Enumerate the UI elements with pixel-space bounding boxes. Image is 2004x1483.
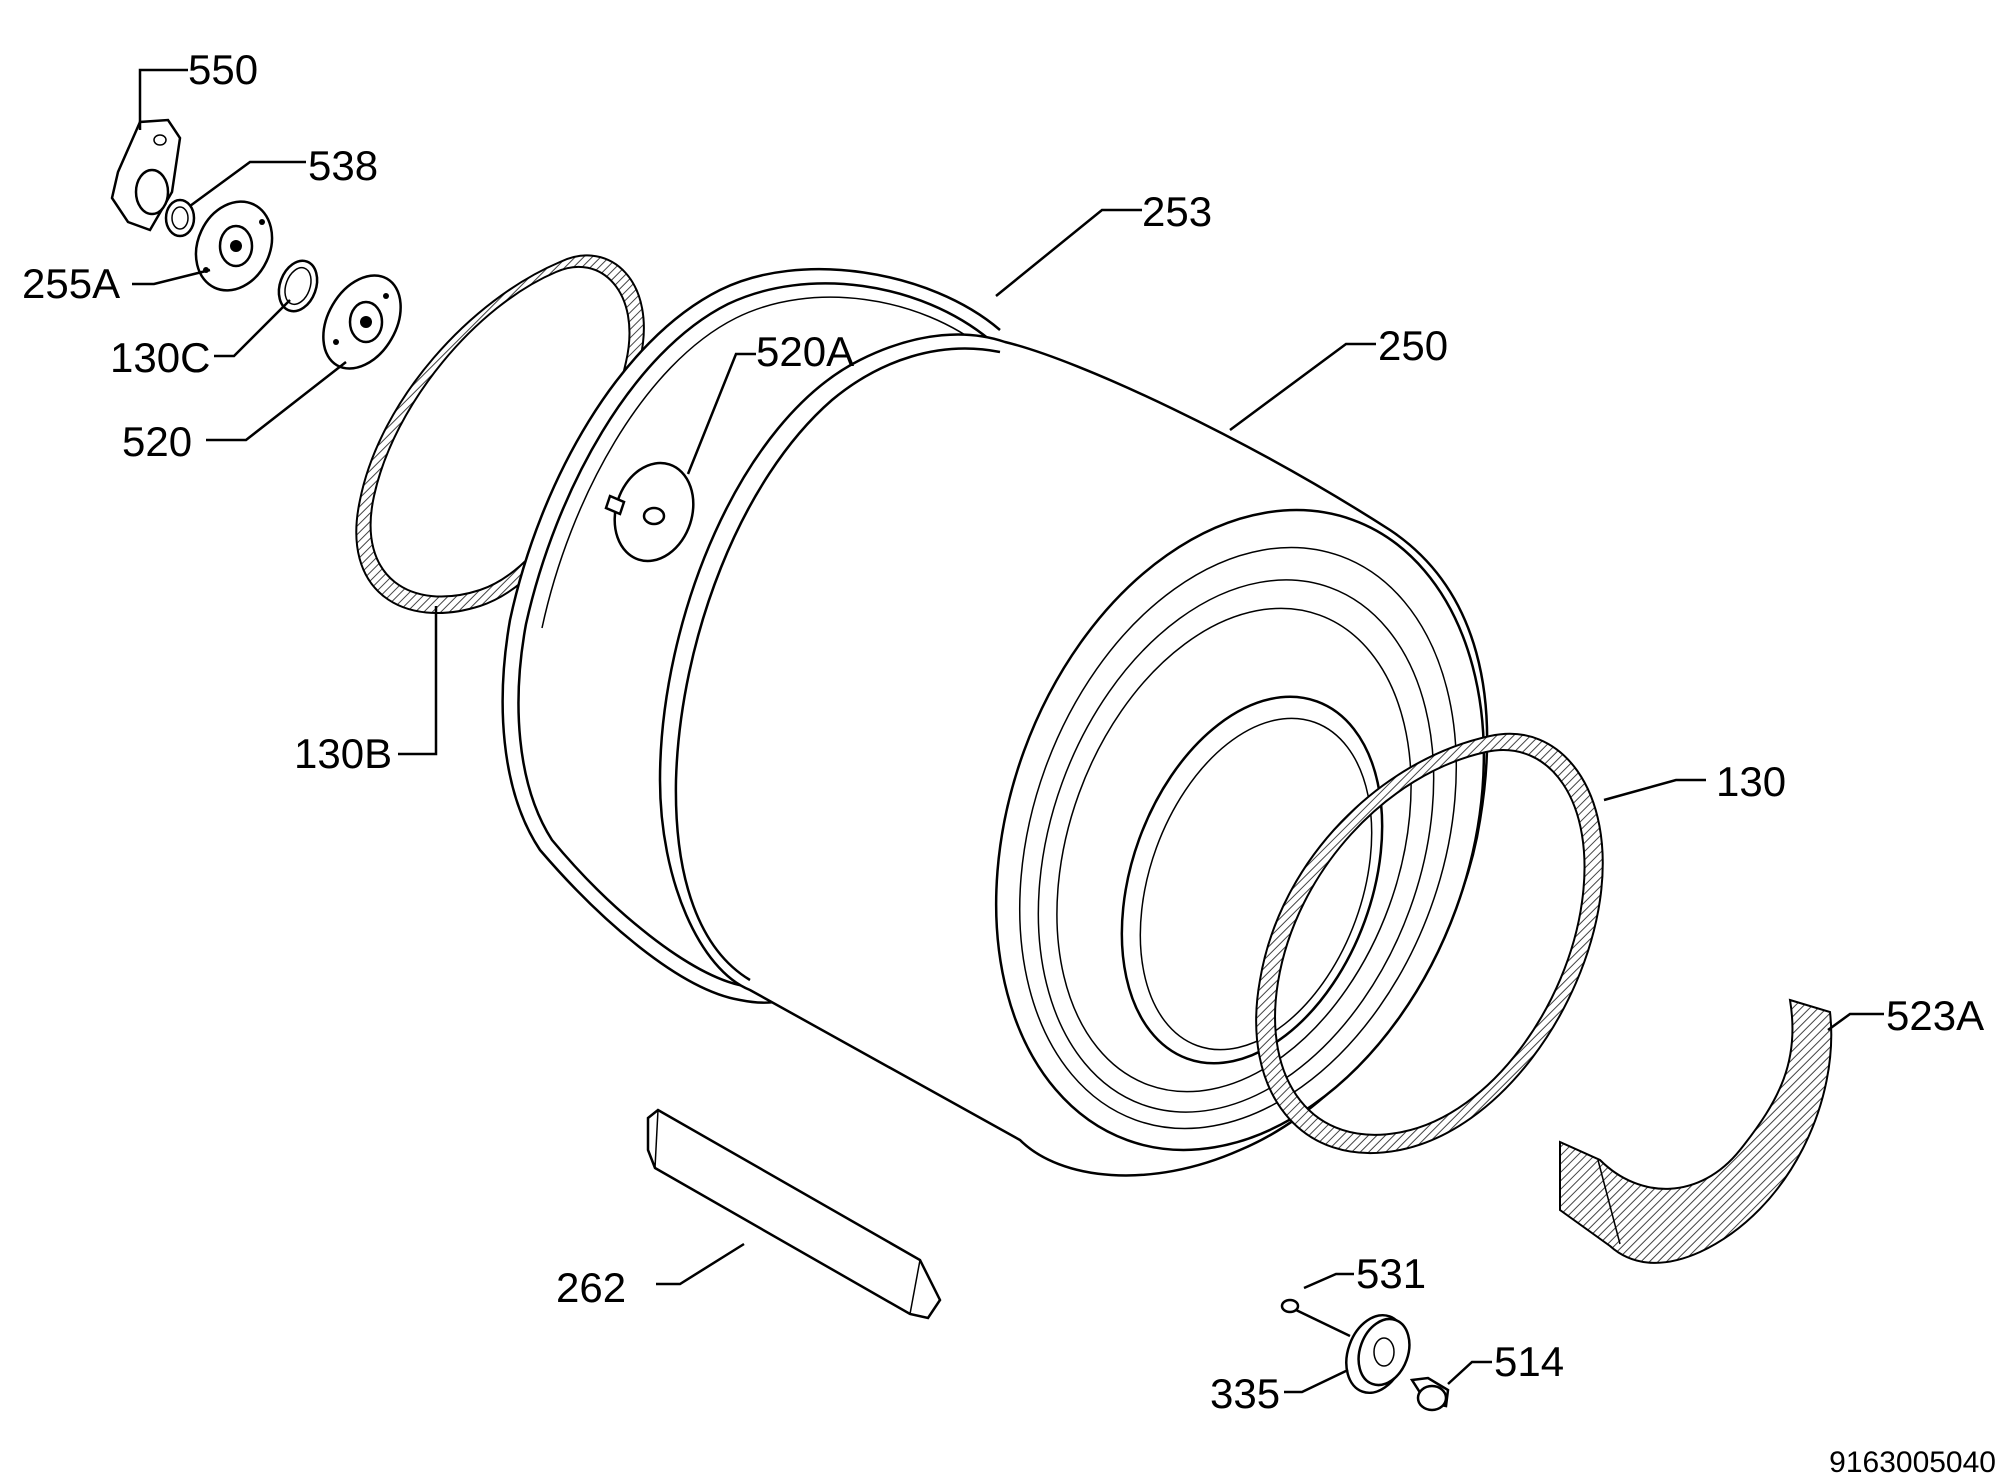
label-255A: 255A <box>22 260 120 307</box>
drawing-code: 9163005040 <box>1829 1446 1996 1479</box>
label-520A: 520A <box>756 328 854 375</box>
part-130C-circlip <box>277 259 319 313</box>
label-130C: 130C <box>110 334 210 381</box>
label-130B: 130B <box>294 730 392 777</box>
part-262-baffle <box>646 1108 942 1320</box>
label-253: 253 <box>1142 188 1212 235</box>
part-514-pin <box>1409 1376 1450 1412</box>
part-520-bearing-plate <box>322 274 402 370</box>
part-520A-hub <box>604 461 695 563</box>
part-538-ring <box>164 198 196 238</box>
label-531: 531 <box>1356 1250 1426 1297</box>
label-538: 538 <box>308 142 378 189</box>
label-514: 514 <box>1494 1338 1564 1385</box>
label-250: 250 <box>1378 322 1448 369</box>
label-523A: 523A <box>1886 992 1984 1039</box>
part-255A-flange <box>194 200 274 292</box>
part-250-drum <box>658 333 1489 1177</box>
part-130-front-seal <box>1255 732 1604 1155</box>
part-531-screw <box>1280 1298 1351 1338</box>
label-130: 130 <box>1716 758 1786 805</box>
label-550: 550 <box>188 46 258 93</box>
label-262: 262 <box>556 1264 626 1311</box>
part-523A-trim <box>1559 998 1833 1264</box>
part-550-bracket <box>110 118 182 232</box>
leader-lines <box>132 68 1884 1394</box>
label-520: 520 <box>122 418 192 465</box>
label-335: 335 <box>1210 1370 1280 1417</box>
part-335-roller <box>1345 1313 1411 1395</box>
